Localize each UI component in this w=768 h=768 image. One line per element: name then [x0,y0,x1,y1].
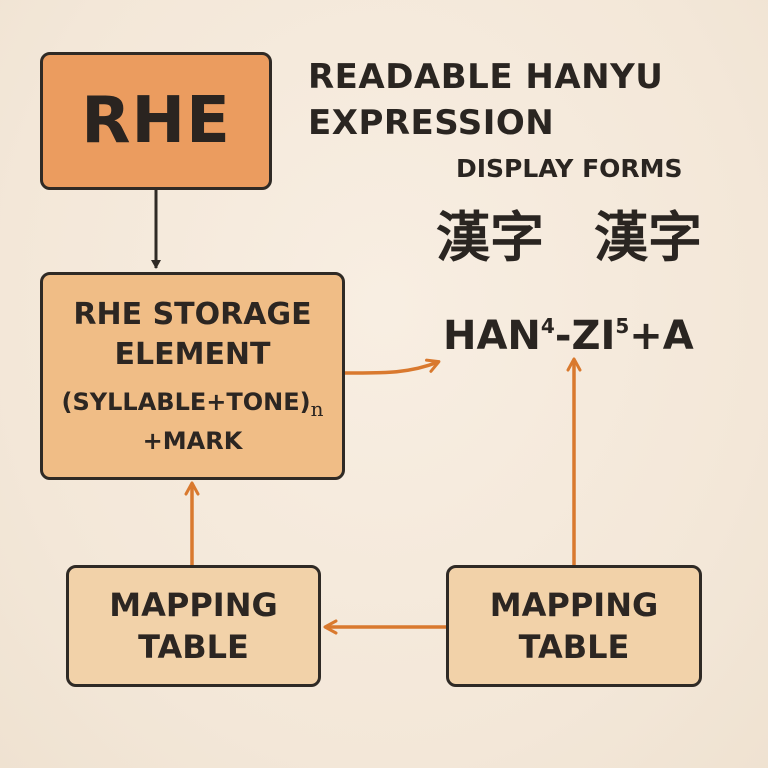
pinyin-part3: +A [629,313,694,359]
storage-formula-subscript: n [310,396,324,421]
readable-hanyu-expression-heading: READABLE HANYU EXPRESSION [308,54,663,146]
mapping-right-line2: TABLE [518,628,630,666]
mapping-table-right-box: MAPPING TABLE [446,565,702,687]
pinyin-display-form: HAN4-ZI5+A [443,300,694,362]
rhe-storage-element-box: RHE STORAGE ELEMENT (SYLLABLE+TONE)n +MA… [40,272,345,480]
storage-formula-text: (SYLLABLE+TONE) [61,387,311,416]
pinyin-tone1: 4 [540,314,555,338]
mapping-table-left-box: MAPPING TABLE [66,565,321,687]
mapping-right-line1: MAPPING [489,586,659,624]
rhe-label: RHE [81,84,231,158]
display-forms-title: DISPLAY FORMS [456,154,683,183]
pinyin-part2: -ZI [554,313,616,359]
storage-mark: +MARK [142,426,243,455]
heading-line1: READABLE HANYU [308,57,664,97]
pinyin-part1: HAN [443,313,541,359]
storage-title-line2: ELEMENT [114,336,271,372]
hanzi-form-alternate: 漢字 [594,206,702,269]
storage-title-line1: RHE STORAGE [73,296,312,332]
heading-line2: EXPRESSION [308,103,555,143]
pinyin-tone2: 5 [615,314,630,338]
storage-formula: (SYLLABLE+TONE)n [62,387,324,424]
hanzi-form-traditional: 漢字 [436,206,544,269]
mapping-left-line2: TABLE [138,628,249,666]
mapping-left-line1: MAPPING [109,586,278,624]
rhe-box: RHE [40,52,272,190]
arrow-storage-to-display [344,358,441,375]
